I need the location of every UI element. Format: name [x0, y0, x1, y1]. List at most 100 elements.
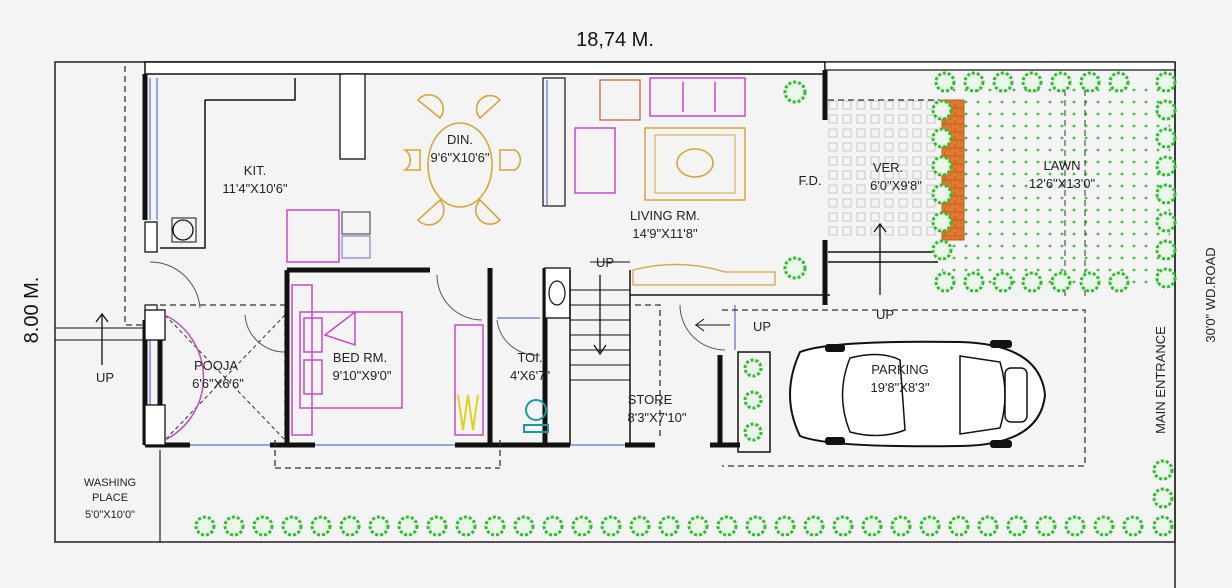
shrub: [783, 256, 807, 280]
verandah-steps: [828, 251, 938, 263]
up-label-parking: UP: [876, 307, 894, 322]
bed: [299, 311, 403, 409]
bedroom-name: BED RM.: [333, 350, 387, 365]
shrub: [992, 271, 1014, 293]
coffee-table: [676, 148, 714, 178]
toilet-base: [523, 424, 549, 433]
shrub: [1155, 239, 1177, 261]
shrub: [1108, 71, 1130, 93]
lawn-name: LAWN: [1043, 158, 1080, 173]
verandah-name: VER.: [873, 160, 903, 175]
toilet-door-swing: [496, 319, 541, 356]
dining-size: 9'6"X10'6": [430, 150, 489, 165]
shrub: [1155, 127, 1177, 149]
shrub: [600, 515, 622, 537]
shrub: [629, 515, 651, 537]
bed-sheet-fold: [323, 310, 356, 347]
pooja-door-swing: [164, 314, 205, 441]
living-size: 14'9"X11'8": [632, 226, 698, 241]
shrub-group: [194, 71, 1177, 537]
dining-chairs: [402, 94, 522, 226]
shrub: [1155, 155, 1177, 177]
pooja-door-swing: [244, 314, 286, 353]
shrub: [977, 515, 999, 537]
car-icon: [789, 340, 1047, 448]
side-table: [599, 79, 641, 121]
shrub: [571, 515, 593, 537]
sink-counter: [171, 217, 197, 243]
shrub: [963, 71, 985, 93]
kitchen-wall-pier: [339, 73, 366, 160]
shrub: [743, 422, 763, 442]
shrub: [1079, 71, 1101, 93]
living-name: LIVING RM.: [630, 208, 700, 223]
shrub: [919, 515, 941, 537]
armchair: [574, 127, 616, 194]
shrub: [223, 515, 245, 537]
shrub: [687, 515, 709, 537]
shrub: [252, 515, 274, 537]
washing-name-2: PLACE: [92, 492, 128, 504]
verandah-size: 6'0"X9'8": [870, 178, 922, 193]
shrub: [397, 515, 419, 537]
pooja-size: 6'6"X6'6": [192, 376, 244, 391]
bedroom-size: 9'10"X9'0": [332, 368, 391, 383]
front-door-label: F.D.: [798, 173, 821, 188]
shrub: [890, 515, 912, 537]
planter-box: [737, 351, 771, 453]
shrub: [484, 515, 506, 537]
shrub: [1050, 71, 1072, 93]
shrub: [1050, 271, 1072, 293]
shrub: [931, 155, 953, 177]
shrub: [948, 515, 970, 537]
up-arrow-head: [695, 318, 705, 332]
shrub: [513, 515, 535, 537]
cabinet: [341, 211, 371, 235]
shrub: [1155, 267, 1177, 289]
kitchen-door-swing: [149, 261, 201, 309]
parking-outline: [722, 309, 1086, 467]
shrub: [1021, 71, 1043, 93]
up-label-stair: UP: [596, 255, 614, 270]
shrub: [963, 271, 985, 293]
shrub: [194, 515, 216, 537]
shrub: [658, 515, 680, 537]
store-outline: [635, 304, 661, 440]
shrub: [1155, 183, 1177, 205]
shrub: [931, 127, 953, 149]
shrub: [1155, 71, 1177, 93]
wall-pier: [144, 221, 158, 253]
lawn-size: 12'6"X13'0": [1029, 176, 1096, 191]
shrub: [1079, 271, 1101, 293]
carpet: [644, 127, 746, 201]
toilet-icon: [525, 399, 547, 421]
washing-size: 5'0"X10'0": [85, 509, 135, 521]
verandah-up-arrow-head: [873, 222, 887, 233]
setback-line: [124, 66, 150, 326]
shrub: [1152, 515, 1174, 537]
up-label-left: UP: [96, 370, 114, 385]
fridge: [286, 209, 340, 263]
pillow: [303, 317, 323, 353]
shrub: [931, 239, 953, 261]
kitchen-counter: [160, 100, 206, 249]
kitchen-size: 11'4"X10'6": [222, 181, 288, 196]
washing-name: WASHING: [84, 477, 136, 489]
shrub: [803, 515, 825, 537]
left-up-arrow-head: [95, 312, 109, 323]
bedroom-cabinet: [454, 324, 484, 436]
main-entrance-label: MAIN ENTRANCE: [1153, 326, 1168, 434]
stair-walls: [569, 270, 631, 445]
shrub: [1035, 515, 1057, 537]
wall-pier: [144, 309, 166, 341]
pooja-cross: [164, 314, 286, 441]
shelf-zigzag: [457, 394, 479, 431]
shrub: [1155, 211, 1177, 233]
shrub: [339, 515, 361, 537]
pooja-name: POOJA: [194, 358, 238, 373]
store-name: STORE: [628, 392, 673, 407]
shrub: [542, 515, 564, 537]
shrub: [774, 515, 796, 537]
